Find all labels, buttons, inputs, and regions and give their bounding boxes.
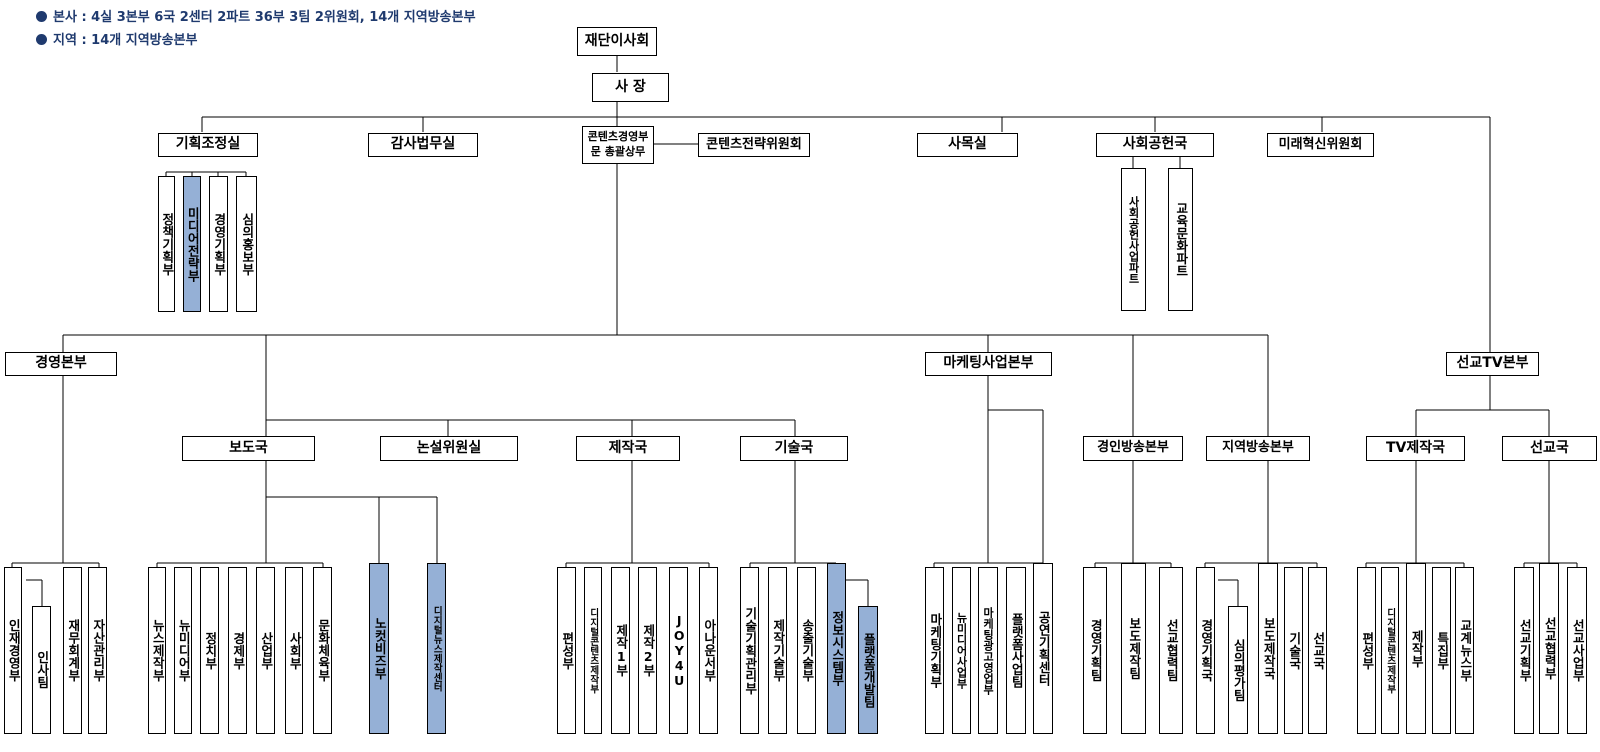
gyeongin-unit-box[interactable]: 경영기획팀 xyxy=(1083,567,1107,734)
mission-bureau-box[interactable]: 선교국 xyxy=(1502,436,1597,461)
marketing-division-box[interactable]: 마케팅사업본부 xyxy=(925,352,1052,376)
management-unit-box[interactable]: 자산관리부 xyxy=(88,567,107,734)
planning-unit-box[interactable]: 미디어전략부 xyxy=(183,176,201,312)
summary-headquarters: 본사 : 4실 3본부 6국 2센터 2파트 36부 3팀 2위원회, 14개 … xyxy=(36,6,476,25)
social-bureau-box[interactable]: 사회공헌국 xyxy=(1096,133,1214,157)
production-unit-box[interactable]: 아나운서부 xyxy=(699,567,718,734)
news-unit-box[interactable]: 산업부 xyxy=(256,567,275,734)
news-extra-unit-box[interactable]: 디지털뉴스제작센터 xyxy=(427,563,446,734)
social-unit-box[interactable]: 사회공헌사업파트 xyxy=(1121,168,1146,311)
tv-production-bureau-box[interactable]: TV제작국 xyxy=(1366,436,1465,461)
planning-office-box[interactable]: 기획조정실 xyxy=(158,133,258,157)
news-unit-box[interactable]: 사회부 xyxy=(285,567,303,734)
mission-unit-box[interactable]: 선교사업부 xyxy=(1567,567,1587,734)
regional-unit-box[interactable]: 심의평가팀 xyxy=(1228,606,1248,734)
chaplain-office-box[interactable]: 사목실 xyxy=(917,133,1018,157)
production-unit-box[interactable]: 제작2부 xyxy=(638,567,657,734)
news-unit-box[interactable]: 뉴스제작부 xyxy=(148,567,166,734)
news-unit-box[interactable]: 정치부 xyxy=(200,567,219,734)
bullet-icon xyxy=(36,11,47,22)
tech-unit-box[interactable]: 기술기획관리부 xyxy=(740,567,759,734)
news-unit-box[interactable]: 뉴미디어부 xyxy=(174,567,192,734)
production-bureau-box[interactable]: 제작국 xyxy=(576,436,680,461)
production-unit-box[interactable]: JOY4U xyxy=(669,567,688,734)
audit-office-box[interactable]: 감사법무실 xyxy=(368,133,478,157)
marketing-unit-box[interactable]: 마케팅기획부 xyxy=(925,567,944,734)
news-extra-unit-box[interactable]: 노컷비즈부 xyxy=(369,563,389,734)
management-unit-box[interactable]: 인사팀 xyxy=(32,606,51,734)
regional-unit-box[interactable]: 선교국 xyxy=(1308,567,1327,734)
news-unit-box[interactable]: 경제부 xyxy=(228,567,247,734)
tv-production-unit-box[interactable]: 특집부 xyxy=(1432,567,1451,734)
tv-production-unit-box[interactable]: 제작부 xyxy=(1406,563,1426,734)
summary-regions: 지역 : 14개 지역방송본부 xyxy=(36,29,198,48)
tech-bureau-box[interactable]: 기술국 xyxy=(740,436,848,461)
tv-production-unit-box[interactable]: 편성부 xyxy=(1357,567,1376,734)
production-unit-box[interactable]: 디지털콘텐츠제작부 xyxy=(584,567,602,734)
news-bureau-box[interactable]: 보도국 xyxy=(182,436,315,461)
news-unit-box[interactable]: 문화체육부 xyxy=(313,567,332,734)
social-unit-box[interactable]: 교육문화파트 xyxy=(1168,168,1193,311)
management-division-box[interactable]: 경영본부 xyxy=(5,352,117,376)
mission-unit-box[interactable]: 선교기획부 xyxy=(1514,567,1534,734)
regional-division-box[interactable]: 지역방송본부 xyxy=(1206,436,1310,461)
planning-unit-box[interactable]: 심의홍보부 xyxy=(236,176,257,312)
editorial-office-box[interactable]: 논설위원실 xyxy=(380,436,518,461)
gyeongin-unit-box[interactable]: 보도제작팀 xyxy=(1121,563,1146,734)
tech-unit-box[interactable]: 송출기술부 xyxy=(797,567,816,734)
regional-unit-box[interactable]: 기술국 xyxy=(1284,567,1303,734)
content-exec-box[interactable]: 콘텐츠경영부문 총괄상무 xyxy=(582,126,654,164)
management-unit-box[interactable]: 인재경영부 xyxy=(4,567,22,734)
production-unit-box[interactable]: 제작1부 xyxy=(611,567,630,734)
marketing-unit-box[interactable]: 공연기획센터 xyxy=(1033,563,1053,734)
management-unit-box[interactable]: 재무회계부 xyxy=(63,567,82,734)
mission-unit-box[interactable]: 선교협력부 xyxy=(1539,563,1559,734)
marketing-unit-box[interactable]: 플랫폼사업팀 xyxy=(1006,567,1026,734)
content-committee-box[interactable]: 콘텐츠전략위원회 xyxy=(698,133,810,157)
gyeongin-unit-box[interactable]: 선교협력팀 xyxy=(1159,567,1183,734)
sungyo-tv-division-box[interactable]: 선교TV본부 xyxy=(1446,352,1539,376)
tv-production-unit-box[interactable]: 디지털콘텐츠제작부 xyxy=(1381,567,1399,734)
tech-unit-box[interactable]: 플랫폼개발팀 xyxy=(858,606,878,734)
board-box[interactable]: 재단이사회 xyxy=(577,27,657,56)
regional-unit-box[interactable]: 보도제작국 xyxy=(1258,563,1278,734)
bullet-icon xyxy=(36,34,47,45)
marketing-unit-box[interactable]: 뉴미디어사업부 xyxy=(952,567,971,734)
tech-unit-box[interactable]: 제작기술부 xyxy=(768,567,787,734)
production-unit-box[interactable]: 편성부 xyxy=(557,567,576,734)
marketing-unit-box[interactable]: 마케팅광고영업부 xyxy=(978,567,998,734)
gyeongin-division-box[interactable]: 경인방송본부 xyxy=(1083,436,1183,461)
planning-unit-box[interactable]: 정책기획부 xyxy=(158,176,175,312)
tech-unit-box[interactable]: 정보시스템부 xyxy=(827,563,846,734)
president-box[interactable]: 사 장 xyxy=(592,73,669,102)
regional-unit-box[interactable]: 경영기획국 xyxy=(1196,567,1215,734)
future-committee-box[interactable]: 미래혁신위원회 xyxy=(1267,133,1374,157)
planning-unit-box[interactable]: 경영기획부 xyxy=(209,176,228,312)
tv-production-unit-box[interactable]: 교계뉴스부 xyxy=(1455,567,1474,734)
